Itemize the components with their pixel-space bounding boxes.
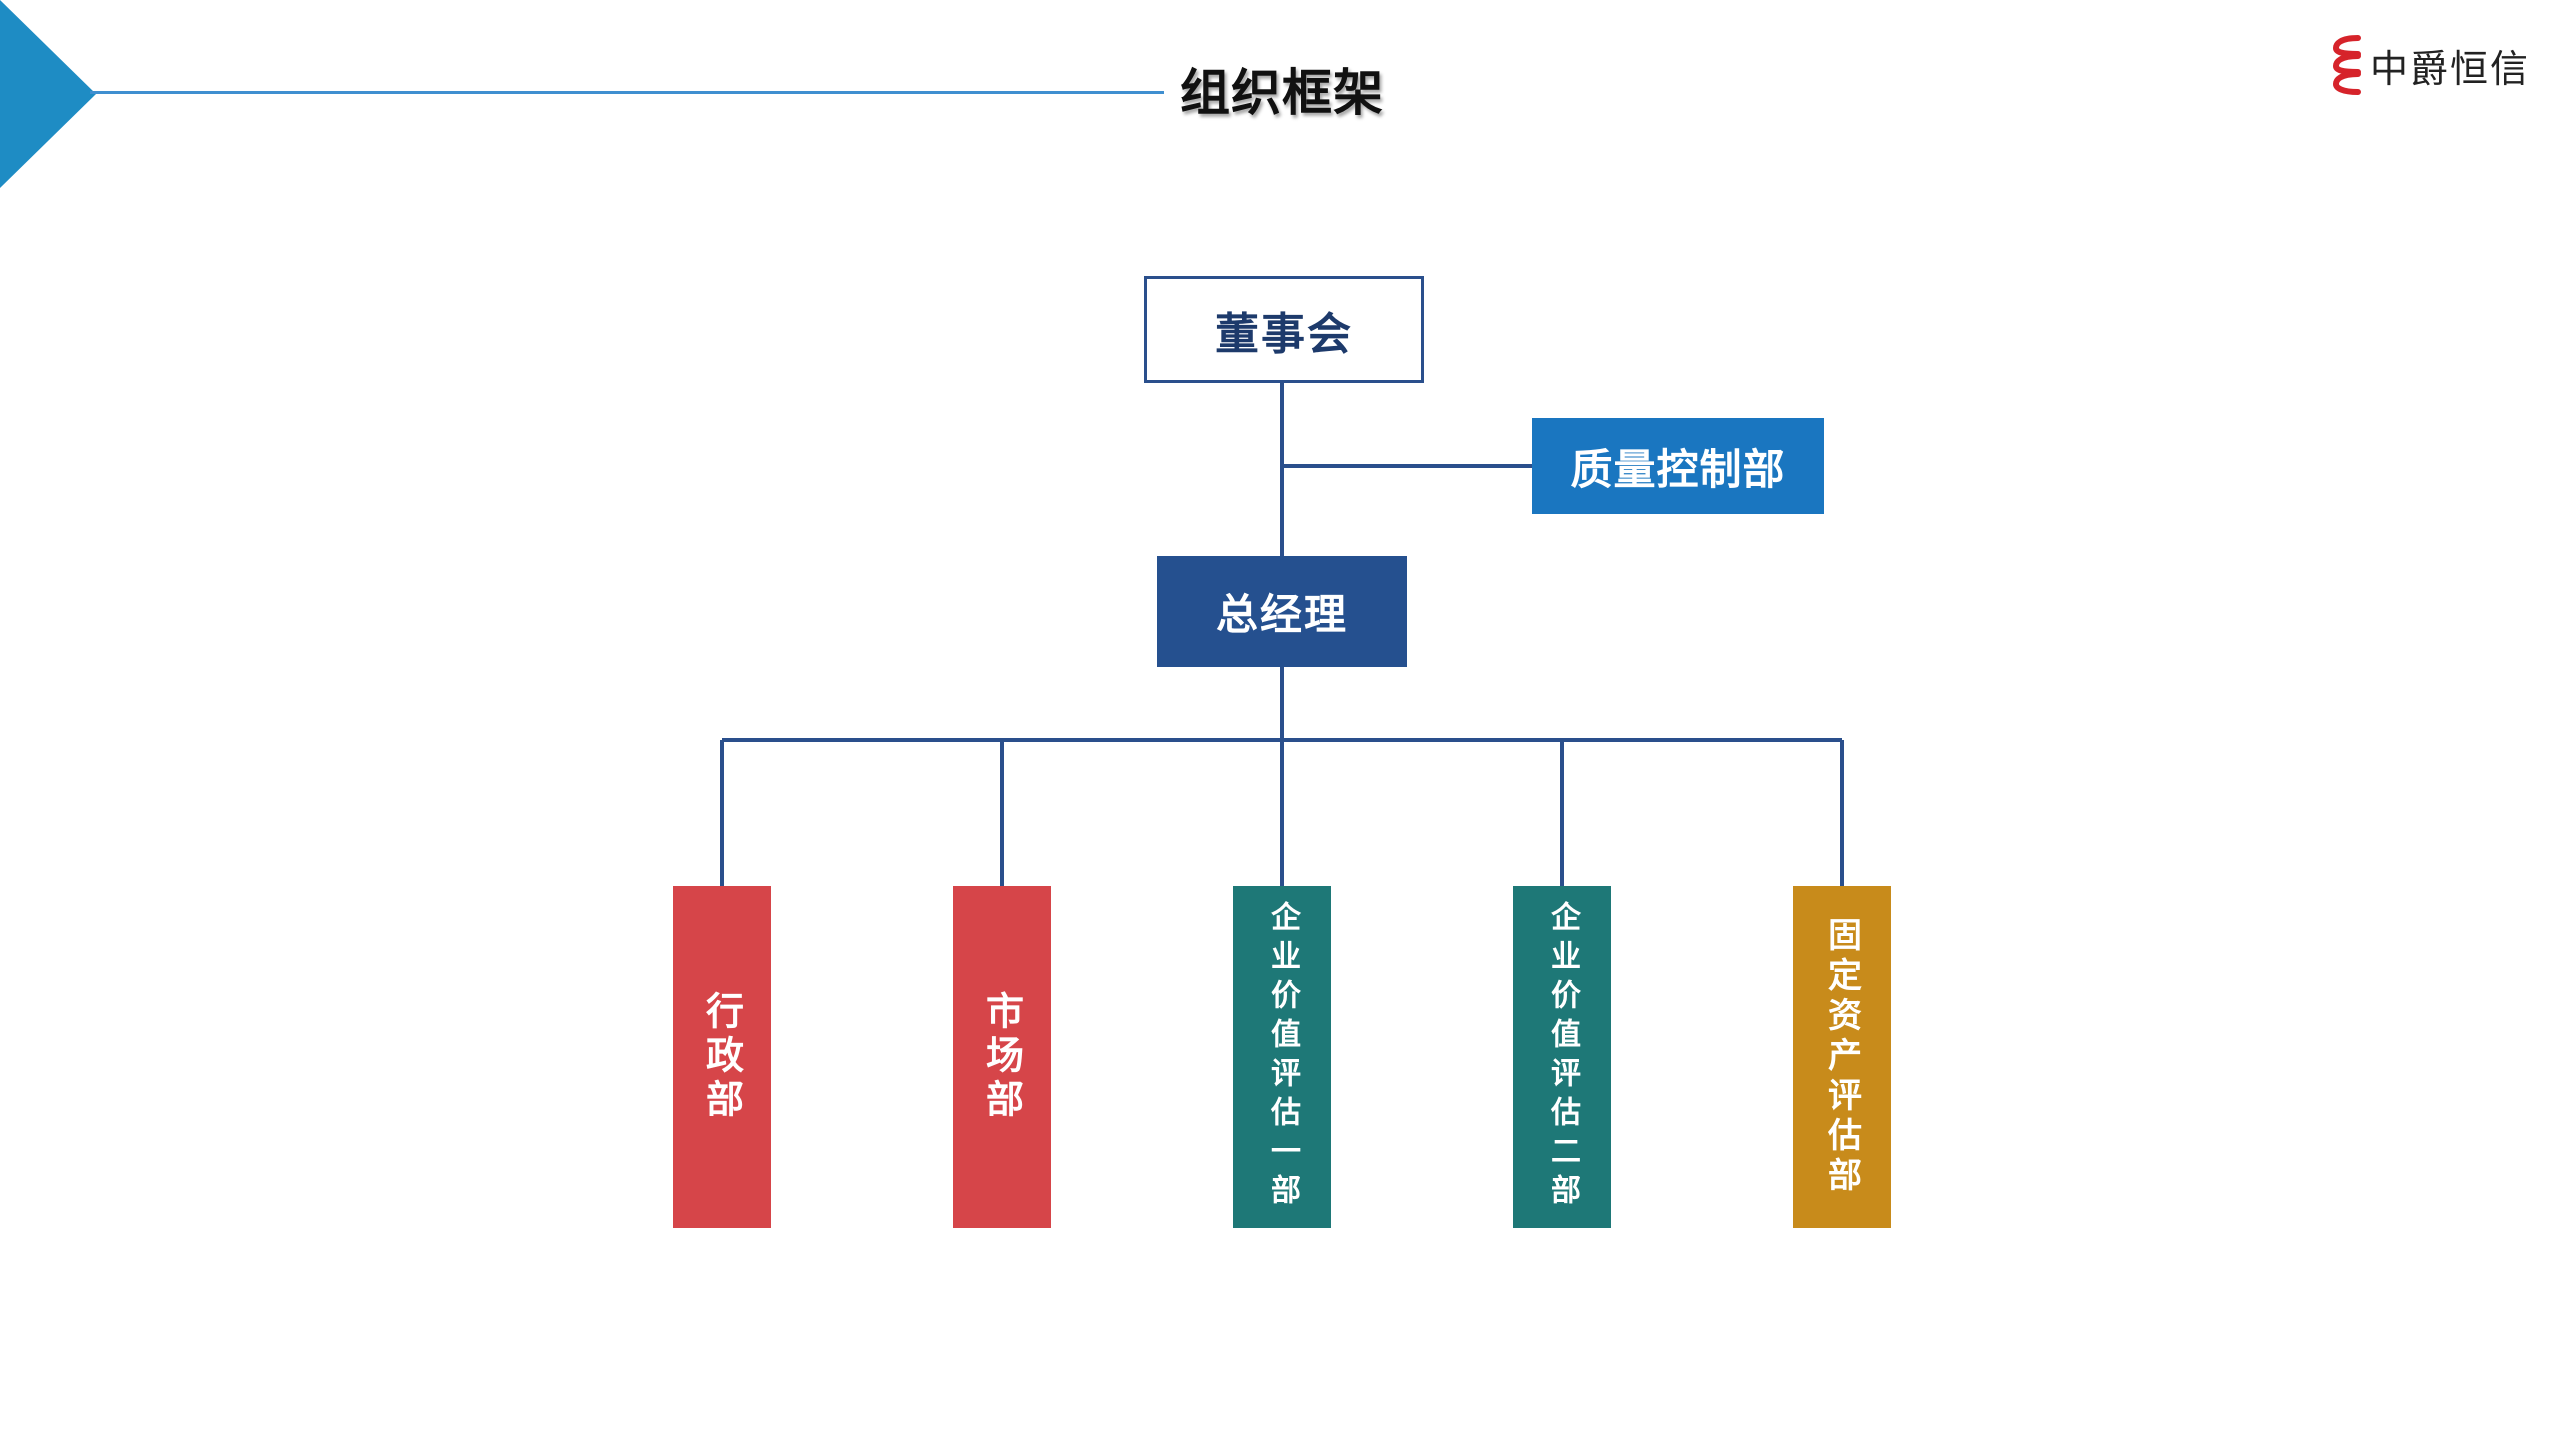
dept-label: 市场部 [979, 991, 1025, 1123]
header-divider [90, 91, 1164, 94]
dept-label: 企业价值评估二部 [1545, 901, 1580, 1213]
company-logo: 中爵恒信 [2330, 30, 2545, 100]
node-board-of-directors: 董事会 [1144, 276, 1424, 383]
node-dept-valuation-2: 企业价值评估二部 [1513, 886, 1611, 1228]
page-title: 组织框架 [1180, 63, 1384, 122]
dept-label: 行政部 [699, 991, 745, 1123]
node-dept-valuation-1: 企业价值评估一部 [1233, 886, 1331, 1228]
node-general-manager: 总经理 [1157, 556, 1407, 667]
node-quality-control: 质量控制部 [1532, 418, 1824, 514]
node-dept-administration: 行政部 [673, 886, 771, 1228]
logo-mark-icon [2332, 35, 2361, 95]
node-dept-marketing: 市场部 [953, 886, 1051, 1228]
dept-label: 固定资产评估部 [1821, 917, 1862, 1197]
dept-label: 企业价值评估一部 [1265, 901, 1300, 1213]
node-dept-fixed-asset: 固定资产评估部 [1793, 886, 1891, 1228]
logo-text: 中爵恒信 [2370, 46, 2531, 91]
